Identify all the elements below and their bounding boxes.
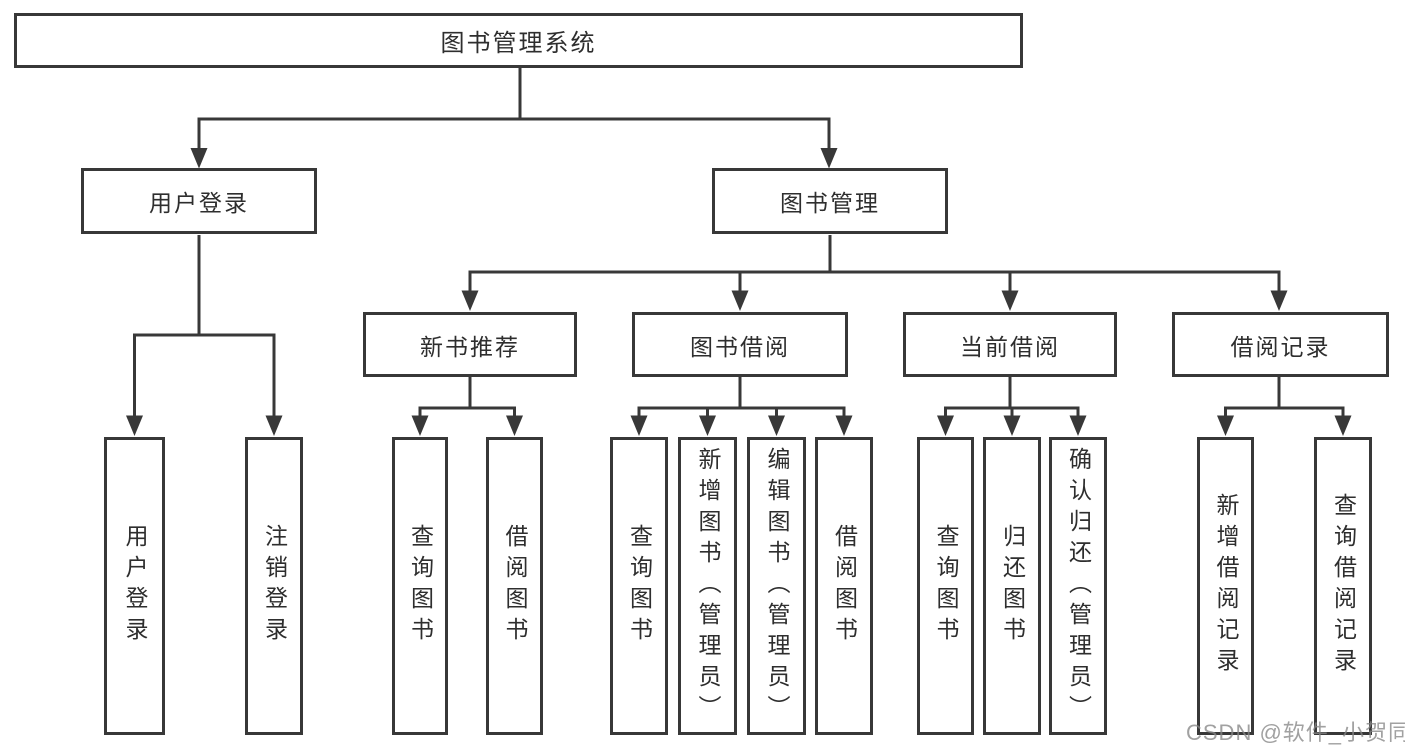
node-leaf-query-books-recommend: 查询图书 — [392, 437, 448, 735]
node-label: 查询图书 — [626, 524, 653, 648]
node-leaf-return-book: 归还图书 — [983, 437, 1041, 735]
watermark: CSDN @软件_小贺同学 — [1186, 720, 1405, 745]
node-label: 新书推荐 — [420, 333, 520, 360]
node-book-management: 图书管理 — [712, 168, 948, 234]
node-current-borrowing: 当前借阅 — [903, 312, 1117, 377]
node-leaf-query-books-borrowing: 查询图书 — [610, 437, 668, 735]
node-label: 借阅图书 — [502, 524, 528, 648]
node-label: 确认归还（管理员） — [1065, 446, 1092, 726]
node-leaf-query-books-current: 查询图书 — [917, 437, 974, 735]
node-label: 查询图书 — [933, 524, 959, 648]
node-label: 注销登录 — [261, 524, 288, 648]
node-book-borrowing: 图书借阅 — [632, 312, 848, 377]
tree-edges — [133, 67, 1345, 417]
node-leaf-borrow-books-recommend: 借阅图书 — [486, 437, 543, 735]
node-leaf-query-borrow-record: 查询借阅记录 — [1314, 437, 1372, 735]
node-leaf-user-login: 用户登录 — [104, 437, 165, 735]
node-leaf-logout: 注销登录 — [245, 437, 303, 735]
node-label: 新增图书（管理员） — [695, 446, 721, 726]
node-label: 借阅图书 — [831, 524, 858, 648]
node-label: 借阅记录 — [1230, 333, 1331, 360]
node-label: 新增借阅记录 — [1213, 493, 1239, 679]
node-label: 当前借阅 — [960, 333, 1060, 360]
node-borrowing-records: 借阅记录 — [1172, 312, 1389, 377]
node-new-book-recommendation: 新书推荐 — [363, 312, 577, 377]
node-leaf-add-book-admin: 新增图书（管理员） — [678, 437, 737, 735]
node-label: 编辑图书（管理员） — [764, 446, 790, 726]
node-leaf-edit-book-admin: 编辑图书（管理员） — [747, 437, 806, 735]
node-leaf-add-borrow-record: 新增借阅记录 — [1197, 437, 1254, 735]
node-library-management-system: 图书管理系统 — [14, 13, 1023, 68]
node-label: 图书借阅 — [690, 333, 790, 360]
node-label: 查询图书 — [407, 524, 434, 648]
node-user-login: 用户登录 — [81, 168, 317, 234]
node-label: 用户登录 — [122, 524, 148, 648]
node-label: 归还图书 — [999, 524, 1026, 648]
node-label: 用户登录 — [149, 190, 249, 216]
arrowhead-icons — [126, 148, 1352, 436]
node-leaf-confirm-return-admin: 确认归还（管理员） — [1049, 437, 1107, 735]
node-label: 图书管理 — [780, 190, 880, 216]
node-leaf-borrow-books-borrowing: 借阅图书 — [815, 437, 873, 735]
node-label: 图书管理系统 — [440, 30, 597, 57]
node-label: 查询借阅记录 — [1330, 493, 1357, 679]
